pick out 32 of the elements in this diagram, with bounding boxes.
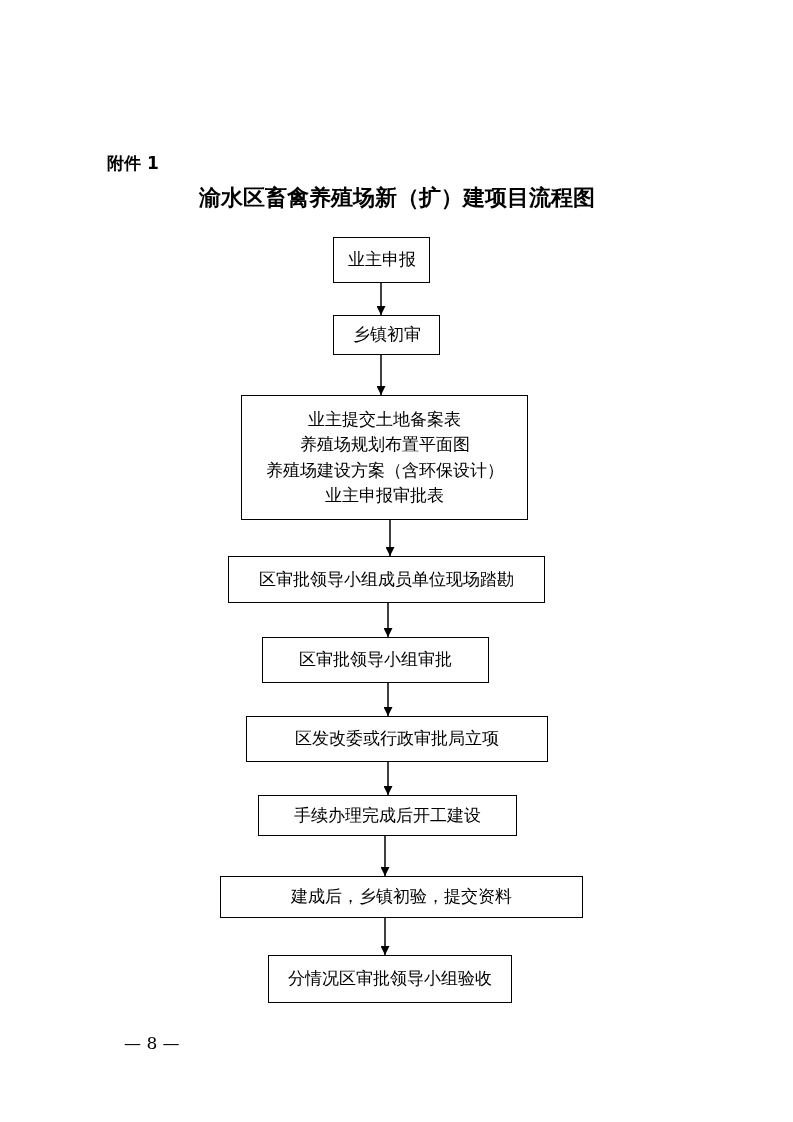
arrow xyxy=(383,682,393,717)
step-text: 业主提交土地备案表 xyxy=(308,407,461,431)
process-box xyxy=(262,637,489,683)
step-text: 业主申报 xyxy=(347,248,416,272)
process-box xyxy=(258,795,517,836)
process-box xyxy=(220,876,583,918)
step-text: 乡镇初审 xyxy=(352,323,421,347)
step-text: 业主申报审批表 xyxy=(325,484,444,507)
process-box xyxy=(333,315,440,355)
arrow xyxy=(376,354,386,396)
page-number: — 8 — xyxy=(124,1033,180,1053)
process-box xyxy=(333,237,430,283)
attachment-label: 附件 1 xyxy=(107,152,159,175)
process-box xyxy=(241,395,528,520)
arrow xyxy=(385,519,395,557)
step-text: 建成后，乡镇初验，提交资料 xyxy=(291,885,512,909)
step-text: 手续办理完成后开工建设 xyxy=(294,803,481,827)
step-text: 区发改委或行政审批局立项 xyxy=(295,727,499,751)
step-text: 养殖场建设方案（含环保设计） xyxy=(265,458,504,482)
diagram-title: 渝水区畜禽养殖场新（扩）建项目流程图 xyxy=(197,184,596,212)
process-box xyxy=(246,716,548,762)
arrow xyxy=(383,761,393,796)
arrow xyxy=(380,835,390,877)
arrow xyxy=(376,282,386,316)
step-text: 养殖场规划布置平面图 xyxy=(299,433,470,456)
step-text: 分情况区审批领导小组验收 xyxy=(288,967,492,991)
step-text: 区审批领导小组成员单位现场踏勘 xyxy=(259,567,514,591)
arrow xyxy=(380,917,390,956)
arrow xyxy=(383,602,393,638)
step-text: 区审批领导小组审批 xyxy=(299,648,452,672)
process-box xyxy=(268,955,512,1003)
process-box xyxy=(228,556,545,603)
